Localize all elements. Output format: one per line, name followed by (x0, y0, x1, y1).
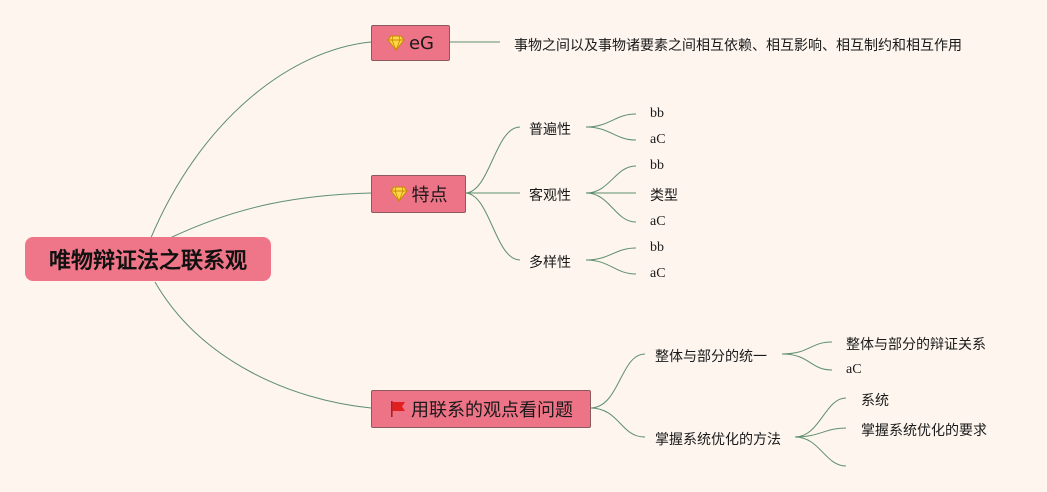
subtopic-system-label: 掌握系统优化的方法 (655, 432, 781, 448)
eg-definition[interactable]: 事物之间以及事物诸要素之间相互依赖、相互影响、相互制约和相互作用 (514, 35, 962, 55)
leaf-text: aC (846, 362, 862, 377)
leaf-diversity-1[interactable]: bb (650, 240, 664, 256)
leaf-universality-2[interactable]: aC (650, 132, 666, 148)
topic-apply[interactable]: 用联系的观点看问题 (371, 390, 591, 428)
leaf-text: bb (650, 240, 664, 255)
diamond-icon (389, 186, 408, 202)
subtopic-universality-label: 普遍性 (529, 122, 571, 138)
leaf-text: bb (650, 106, 664, 121)
leaf-universality-1[interactable]: bb (650, 106, 664, 122)
leaf-whole-part-1[interactable]: 整体与部分的辩证关系 (846, 334, 986, 354)
subtopic-system[interactable]: 掌握系统优化的方法 (655, 429, 781, 449)
subtopic-objectivity-label: 客观性 (529, 188, 571, 204)
leaf-objectivity-3[interactable]: aC (650, 214, 666, 230)
leaf-text: aC (650, 214, 666, 229)
subtopic-objectivity[interactable]: 客观性 (529, 185, 571, 205)
leaf-text: 系统 (861, 393, 889, 409)
leaf-objectivity-1[interactable]: bb (650, 158, 664, 174)
leaf-system-2[interactable]: 掌握系统优化的要求 (861, 420, 987, 440)
leaf-text: aC (650, 132, 666, 147)
topic-eg-label: eG (408, 32, 435, 54)
red-flag-icon (391, 401, 405, 417)
topic-features-label: 特点 (411, 185, 448, 206)
subtopic-whole-part-label: 整体与部分的统一 (655, 349, 767, 365)
leaf-objectivity-2[interactable]: 类型 (650, 185, 678, 205)
leaf-whole-part-2[interactable]: aC (846, 362, 862, 378)
leaf-text: 整体与部分的辩证关系 (846, 337, 986, 353)
leaf-text: 类型 (650, 188, 678, 204)
leaf-system-1[interactable]: 系统 (861, 390, 889, 410)
eg-definition-text: 事物之间以及事物诸要素之间相互依赖、相互影响、相互制约和相互作用 (514, 38, 962, 54)
topic-features[interactable]: 特点 (371, 175, 466, 213)
leaf-diversity-2[interactable]: aC (650, 266, 666, 282)
topic-apply-label: 用联系的观点看问题 (411, 400, 573, 421)
root-topic[interactable]: 唯物辩证法之联系观 (25, 237, 271, 281)
topic-eg[interactable]: eG (371, 25, 450, 61)
diamond-icon (387, 35, 405, 51)
subtopic-diversity[interactable]: 多样性 (529, 252, 571, 272)
leaf-text: aC (650, 266, 666, 281)
leaf-text: bb (650, 158, 664, 173)
root-topic-label: 唯物辩证法之联系观 (48, 249, 247, 274)
leaf-text: 掌握系统优化的要求 (861, 423, 987, 439)
subtopic-whole-part[interactable]: 整体与部分的统一 (655, 346, 767, 366)
subtopic-diversity-label: 多样性 (529, 255, 571, 271)
subtopic-universality[interactable]: 普遍性 (529, 119, 571, 139)
